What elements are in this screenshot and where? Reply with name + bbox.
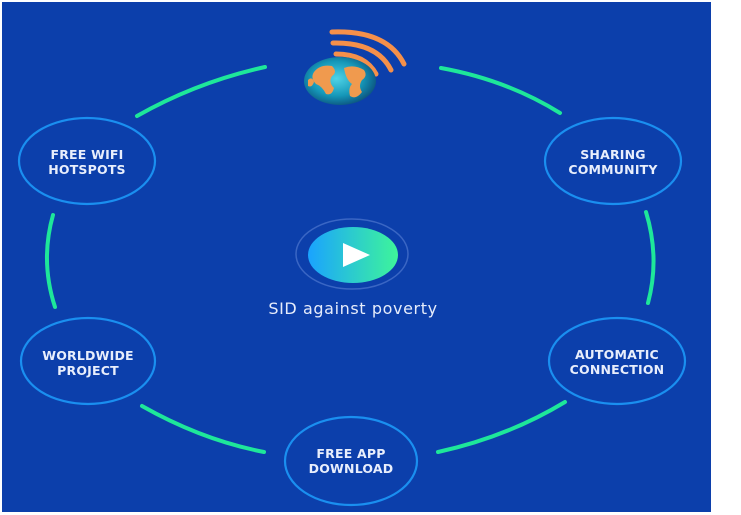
wifi-signal-icon	[329, 29, 407, 77]
globe-wifi-icon	[304, 29, 407, 105]
connector-arc-right	[644, 210, 656, 305]
node-sharing-community[interactable]: SHARING COMMUNITY	[543, 116, 683, 206]
node-label-line1: FREE WIFI	[50, 147, 123, 162]
node-label-line1: SHARING	[580, 147, 646, 162]
center-caption: SID against poverty	[268, 299, 437, 318]
diagram-canvas: FREE WIFI HOTSPOTS SHARING COMMUNITY AUT…	[2, 2, 711, 512]
cycle-diagram: FREE WIFI HOTSPOTS SHARING COMMUNITY AUT…	[17, 29, 687, 507]
node-label-line1: AUTOMATIC	[575, 347, 659, 362]
connector-arc-top-left	[135, 65, 267, 118]
node-label-line2: CONNECTION	[570, 362, 665, 377]
node-label-line2: PROJECT	[57, 363, 119, 378]
connector-arc-bottom-left	[140, 404, 266, 454]
node-label-line2: COMMUNITY	[568, 162, 658, 177]
node-label-line1: WORLDWIDE	[42, 348, 134, 363]
node-label-line2: HOTSPOTS	[48, 162, 126, 177]
node-label-line2: DOWNLOAD	[309, 461, 394, 476]
node-label-line1: FREE APP	[316, 446, 385, 461]
node-worldwide-project[interactable]: WORLDWIDE PROJECT	[19, 316, 157, 406]
connector-arc-left	[45, 213, 57, 309]
node-automatic-connection[interactable]: AUTOMATIC CONNECTION	[547, 316, 687, 406]
play-button[interactable]	[295, 218, 409, 290]
node-free-wifi-hotspots[interactable]: FREE WIFI HOTSPOTS	[17, 116, 157, 206]
connector-arc-top-right	[439, 66, 562, 115]
connector-arc-bottom-right	[436, 400, 567, 454]
globe-icon	[304, 57, 376, 105]
play-button-outer-ring	[295, 218, 409, 290]
node-free-app-download[interactable]: FREE APP DOWNLOAD	[283, 415, 419, 507]
play-icon	[343, 243, 370, 267]
